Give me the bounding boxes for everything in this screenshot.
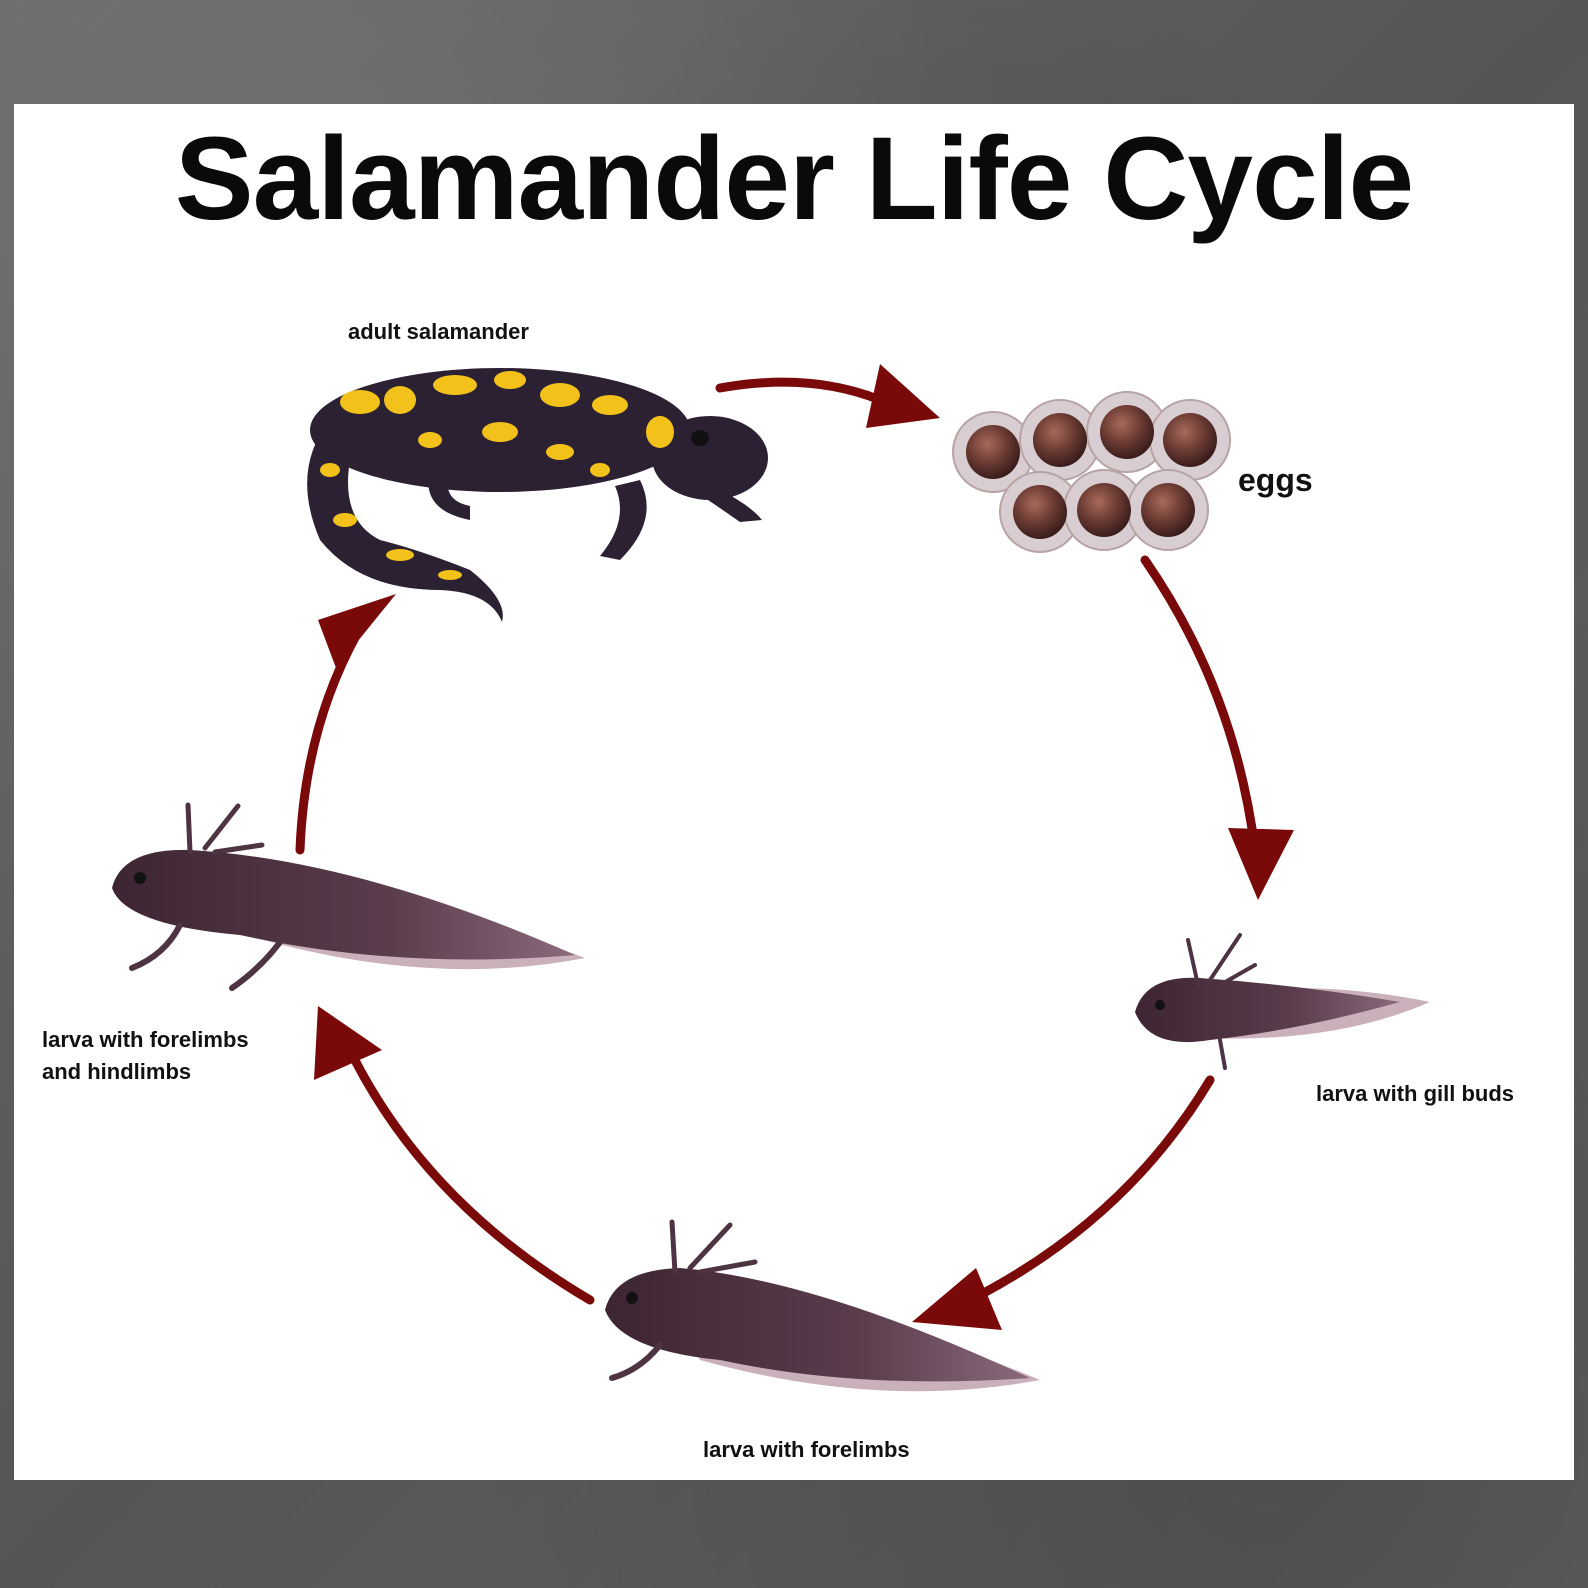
gill-larva-eye	[1155, 1000, 1165, 1010]
egg-cores	[966, 405, 1217, 539]
arrowhead-both-to-adult	[318, 594, 396, 668]
label-eggs: eggs	[1238, 462, 1313, 498]
larva-fore-hind-illustration	[112, 802, 585, 991]
gill-larva-limb	[1218, 1038, 1227, 1070]
adult-back-leg	[428, 470, 470, 520]
adult-salamander-illustration	[307, 368, 768, 622]
fore-larva-forelimb	[609, 1342, 663, 1381]
arrowhead-adult-to-eggs	[866, 364, 940, 428]
adult-head	[652, 416, 768, 500]
both-larva-gills	[185, 802, 265, 855]
larva-forelimbs-illustration	[605, 1219, 1040, 1392]
label-larva-forelimbs: larva with forelimbs	[703, 1437, 910, 1462]
label-larva-gill-buds: larva with gill buds	[1316, 1081, 1515, 1106]
fore-larva-gills	[669, 1219, 758, 1275]
both-larva-hindlimb	[229, 932, 288, 991]
arrowhead-fore-to-both	[314, 1006, 382, 1080]
fore-larva-body	[605, 1268, 1030, 1382]
gill-larva-gills	[1186, 933, 1257, 987]
gill-larva-body	[1135, 977, 1400, 1043]
arrowhead-gill-to-fore	[912, 1268, 1002, 1330]
arrowhead-eggs-to-gill	[1228, 828, 1294, 900]
arrow-gill-to-fore	[945, 1075, 1215, 1315]
label-larva-fore-hind: larva with forelimbs and hindlimbs	[42, 1027, 249, 1084]
adult-eye	[691, 430, 709, 446]
larva-gill-buds-illustration	[1135, 933, 1430, 1070]
adult-spots	[320, 371, 674, 580]
arrow-heads	[314, 364, 1294, 1330]
both-larva-body	[112, 849, 575, 960]
label-adult-salamander: adult salamander	[348, 319, 529, 344]
white-card	[14, 104, 1574, 1480]
eggs-illustration	[952, 391, 1231, 553]
both-larva-forelimb	[129, 922, 183, 971]
arrow-adult-to-eggs	[715, 377, 885, 405]
page-title: Salamander Life Cycle	[174, 113, 1414, 245]
arrow-eggs-to-gill	[1140, 555, 1260, 855]
adult-front-foot	[708, 490, 762, 522]
both-larva-eye	[134, 872, 146, 884]
arrow-fore-to-both	[340, 1035, 595, 1305]
fore-larva-eye	[626, 1292, 638, 1304]
adult-front-leg	[600, 480, 647, 560]
